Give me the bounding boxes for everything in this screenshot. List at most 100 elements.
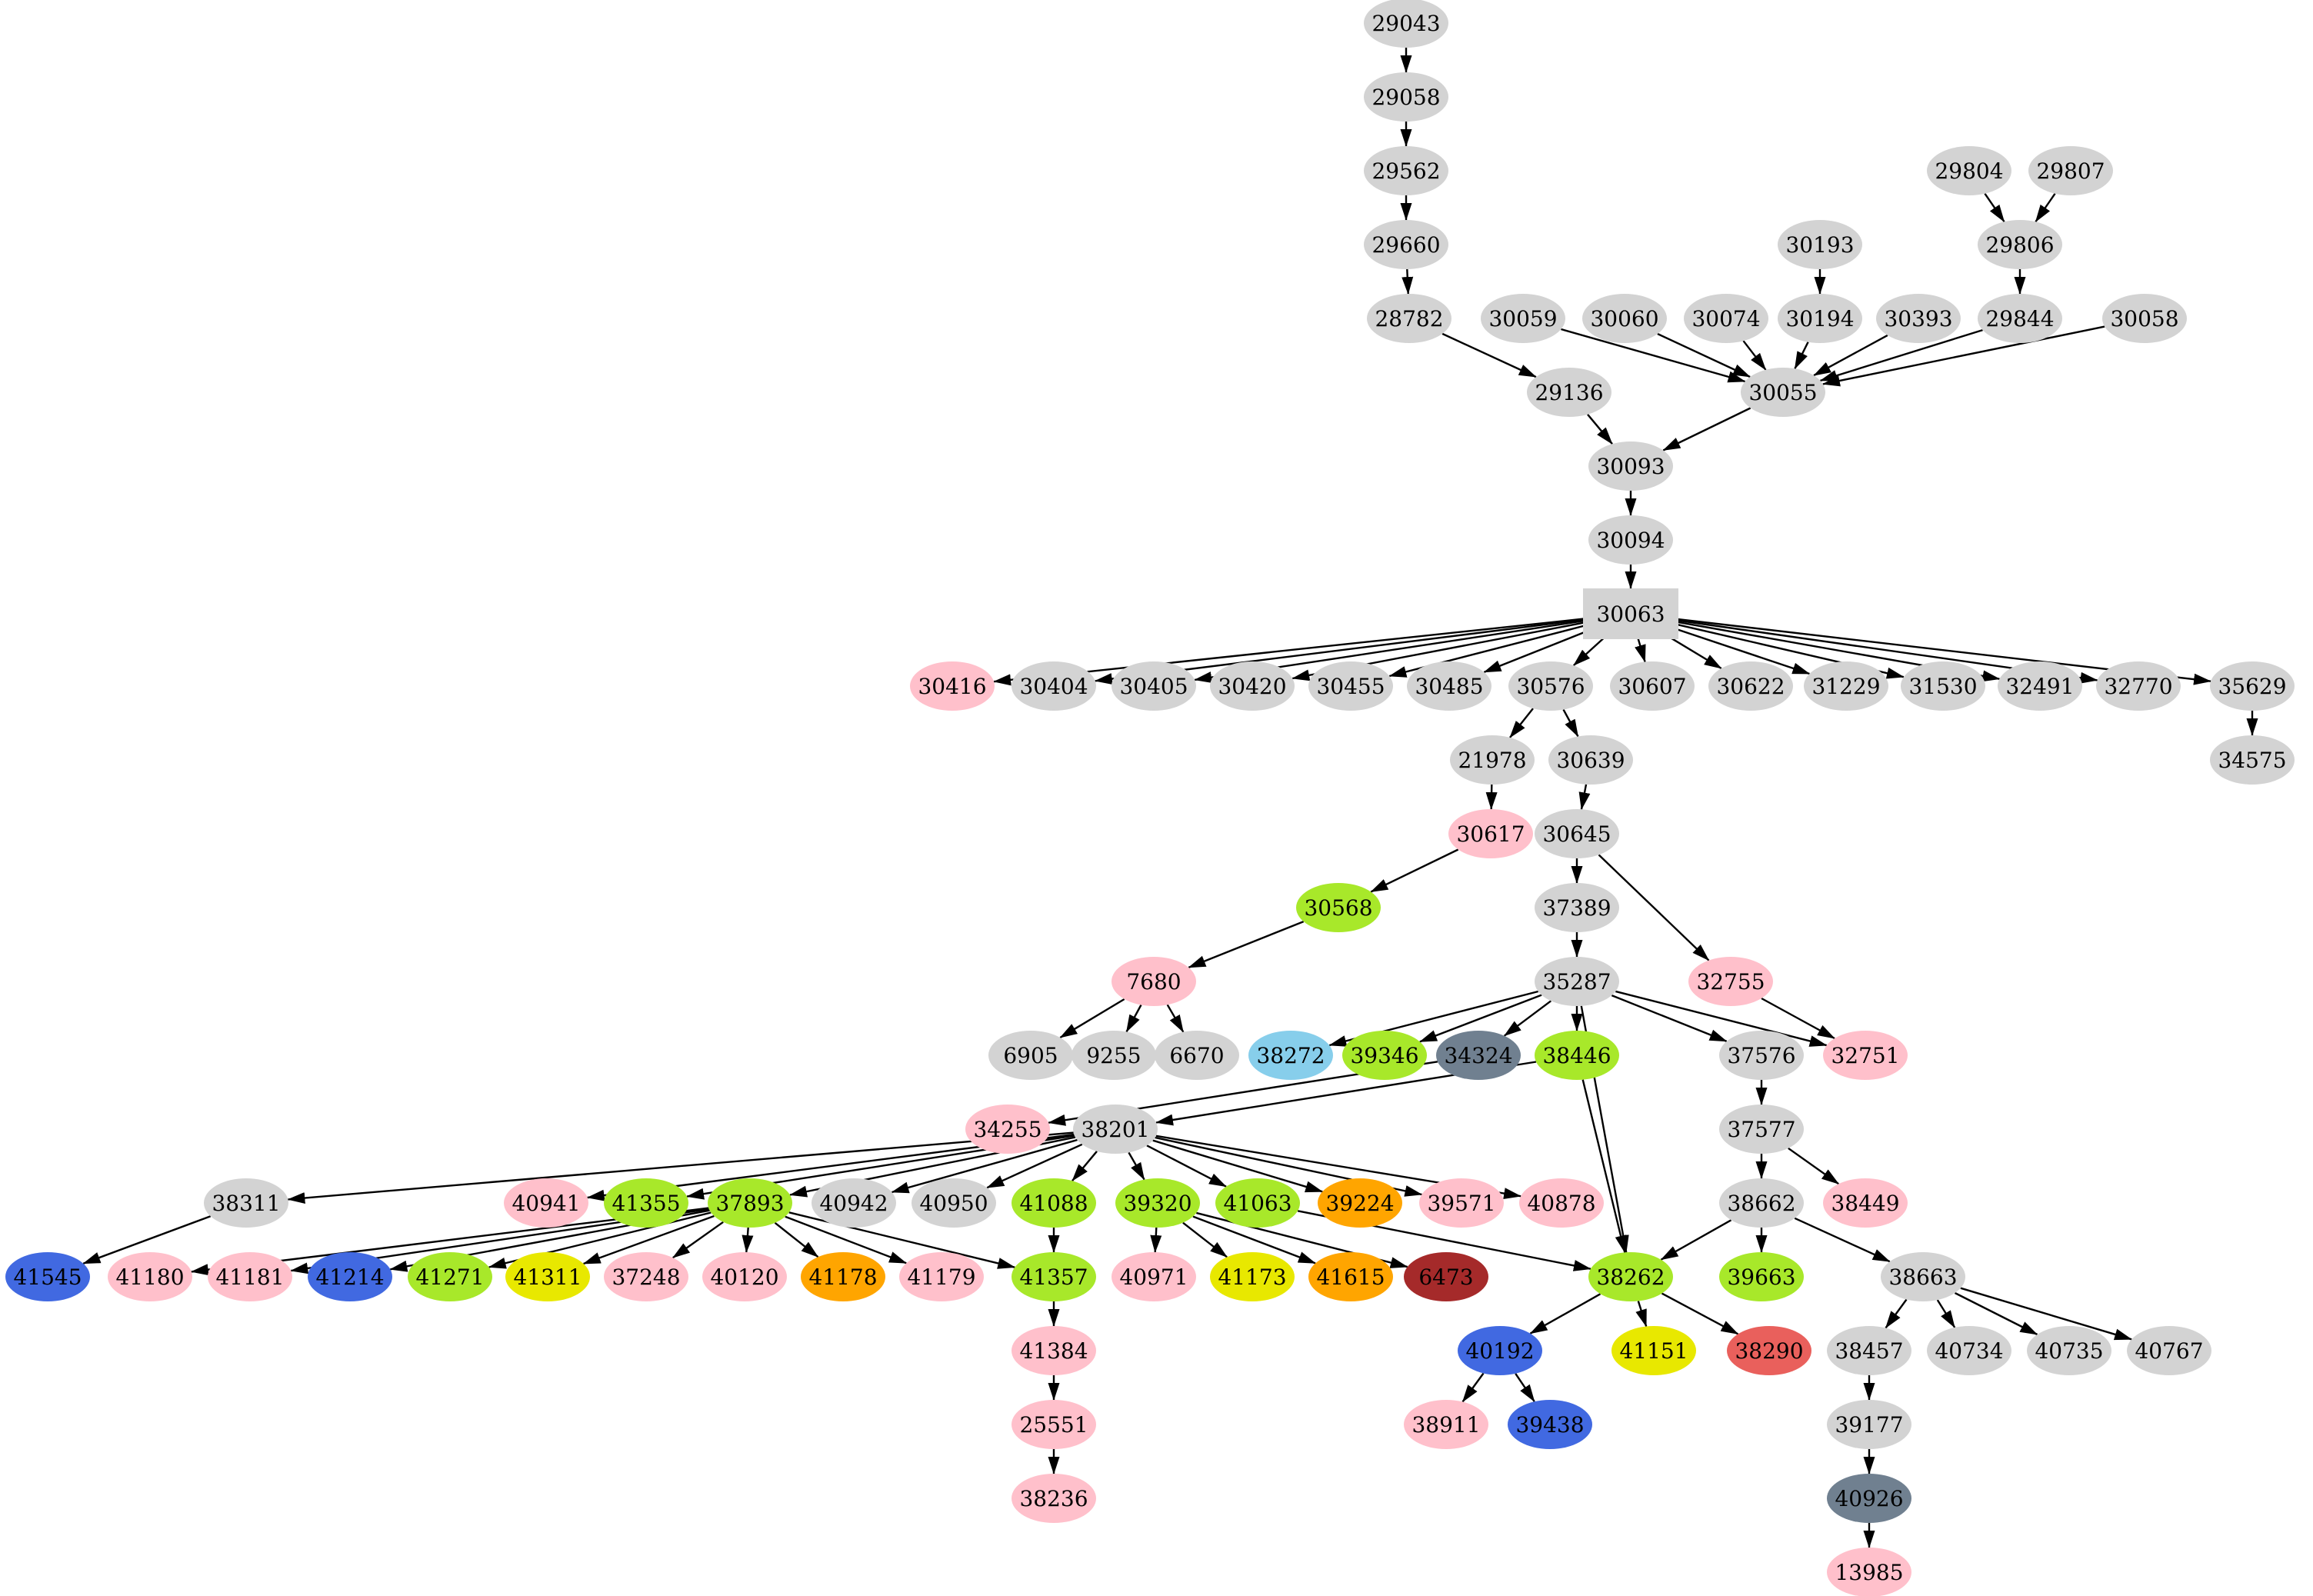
edge-30074-30055 <box>1742 340 1767 371</box>
edge-38446-38262 <box>1581 1079 1627 1254</box>
node-label: 41180 <box>115 1264 184 1290</box>
node-label: 32751 <box>1831 1043 1899 1068</box>
node-29806: 29806 <box>1978 220 2062 269</box>
node-38449: 38449 <box>1823 1178 1908 1228</box>
node-label: 31530 <box>1908 674 1977 699</box>
node-ellipse-shape <box>2210 661 2295 711</box>
node-41088: 41088 <box>1012 1178 1096 1228</box>
edge-7680-6905 <box>1059 998 1125 1039</box>
node-label: 41271 <box>415 1264 484 1290</box>
edge-38311-41545 <box>82 1215 212 1264</box>
node-30622: 30622 <box>1708 661 1793 711</box>
node-label: 29058 <box>1371 85 1440 110</box>
node-ellipse-shape <box>988 1031 1073 1080</box>
node-30568: 30568 <box>1296 883 1381 932</box>
node-ellipse-shape <box>604 1252 688 1301</box>
node-label: 30060 <box>1590 306 1658 332</box>
node-ellipse-shape <box>1588 1252 1673 1301</box>
edge-30617-30568 <box>1370 848 1459 893</box>
edge-38201-40942 <box>891 1138 1078 1194</box>
node-38457: 38457 <box>1827 1326 1911 1375</box>
node-label: 37389 <box>1542 895 1611 921</box>
edge-21978-30617 <box>1485 784 1498 810</box>
node-39663: 39663 <box>1719 1252 1804 1301</box>
node-ellipse-shape <box>1012 1400 1096 1449</box>
node-30485: 30485 <box>1407 661 1491 711</box>
node-ellipse-shape <box>1719 1252 1804 1301</box>
node-label: 29806 <box>1985 232 2054 258</box>
node-35629: 35629 <box>2210 661 2295 711</box>
edge-30058-30055 <box>1821 325 2105 387</box>
node-29804: 29804 <box>1927 146 2011 195</box>
node-label: 6670 <box>1169 1043 1224 1068</box>
node-label: 29136 <box>1535 380 1603 405</box>
node-31530: 31530 <box>1901 661 1985 711</box>
node-label: 39320 <box>1123 1191 1191 1216</box>
node-ellipse-shape <box>1210 661 1295 711</box>
node-ellipse-shape <box>1827 1400 1911 1449</box>
edge-37893-41178 <box>774 1221 819 1258</box>
node-label: 25551 <box>1019 1412 1088 1438</box>
node-label: 40192 <box>1465 1338 1534 1364</box>
node-ellipse-shape <box>5 1252 90 1301</box>
node-label: 30193 <box>1785 232 1854 258</box>
node-38446: 38446 <box>1535 1031 1619 1080</box>
node-ellipse-shape <box>1481 294 1565 343</box>
node-label: 29804 <box>1935 158 2003 184</box>
node-ellipse-shape <box>1778 220 1862 269</box>
edge-30063-30416 <box>993 618 1585 686</box>
node-29043: 29043 <box>1364 0 1448 48</box>
node-label: 37893 <box>715 1191 784 1216</box>
node-ellipse-shape <box>2096 661 2181 711</box>
node-label: 40942 <box>819 1191 888 1216</box>
edge-30576-30639 <box>1562 708 1579 738</box>
edge-30063-30607 <box>1635 638 1646 663</box>
edge-38262-38290 <box>1661 1292 1739 1335</box>
node-38201: 38201 <box>1073 1105 1158 1154</box>
node-40942: 40942 <box>812 1178 896 1228</box>
node-label: 30055 <box>1748 380 1817 405</box>
node-30074: 30074 <box>1684 294 1768 343</box>
node-ellipse-shape <box>2102 294 2187 343</box>
node-39224: 39224 <box>1318 1178 1402 1228</box>
edge-29136-30093 <box>1587 414 1613 445</box>
node-ellipse-shape <box>1610 661 1695 711</box>
edge-37893-41311 <box>582 1214 715 1265</box>
node-30063: 30063 <box>1583 588 1678 639</box>
node-ellipse-shape <box>1012 1474 1096 1523</box>
node-label: 30568 <box>1304 895 1372 921</box>
node-41384: 41384 <box>1012 1326 1096 1375</box>
node-label: 39224 <box>1325 1191 1394 1216</box>
edge-38201-39320 <box>1128 1151 1145 1181</box>
node-6670: 6670 <box>1155 1031 1239 1080</box>
node-label: 40971 <box>1119 1264 1188 1290</box>
edge-38662-38262 <box>1660 1219 1732 1261</box>
node-ellipse-shape <box>899 1252 984 1301</box>
edge-38201-39224 <box>1152 1139 1324 1193</box>
node-32491: 32491 <box>1998 661 2082 711</box>
edge-28782-29136 <box>1441 332 1537 378</box>
node-41357: 41357 <box>1012 1252 1096 1301</box>
node-29660: 29660 <box>1364 220 1448 269</box>
node-label: 40950 <box>919 1191 988 1216</box>
node-41355: 41355 <box>604 1178 688 1228</box>
edge-30393-30055 <box>1813 334 1888 377</box>
node-34324: 34324 <box>1436 1031 1521 1080</box>
node-label: 41384 <box>1019 1338 1088 1364</box>
node-label: 38201 <box>1081 1117 1149 1142</box>
node-41179: 41179 <box>899 1252 984 1301</box>
node-label: 30393 <box>1884 306 1952 332</box>
node-label: 38446 <box>1542 1043 1611 1068</box>
node-30060: 30060 <box>1582 294 1667 343</box>
node-ellipse-shape <box>1719 1031 1804 1080</box>
node-30617: 30617 <box>1448 809 1533 858</box>
node-label: 38236 <box>1019 1486 1088 1511</box>
node-label: 30617 <box>1456 821 1525 847</box>
node-label: 30059 <box>1488 306 1557 332</box>
node-label: 29043 <box>1371 11 1440 36</box>
edge-30576-21978 <box>1509 708 1534 738</box>
node-ellipse-shape <box>1458 1326 1542 1375</box>
node-label: 41214 <box>315 1264 384 1290</box>
node-ellipse-shape <box>1364 220 1448 269</box>
